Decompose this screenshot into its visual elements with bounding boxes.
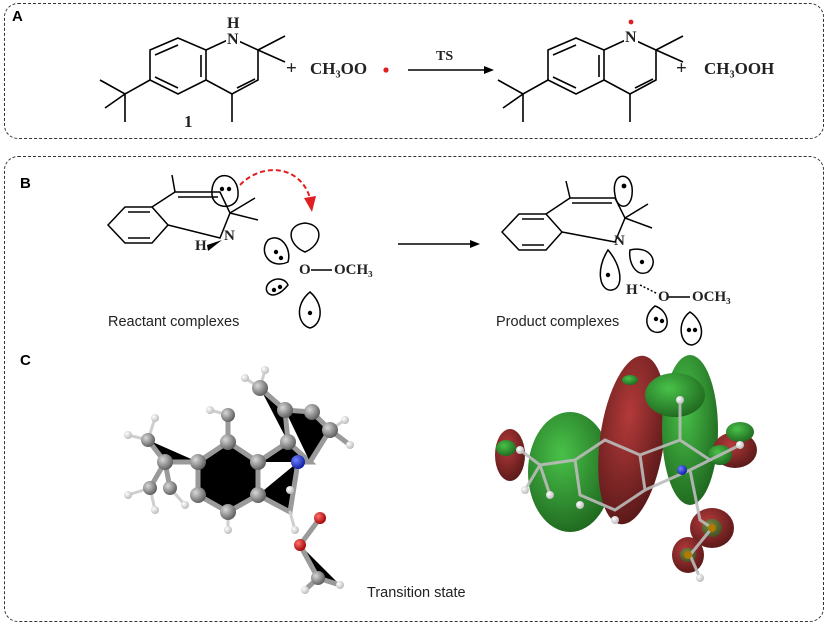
o-lower-left-lobe: [265, 278, 289, 296]
radical-dot-reactant: [383, 67, 389, 73]
byproduct-formula: CH₃OOH: [704, 59, 775, 78]
product-n-lobe-down: [599, 248, 621, 291]
reactant-complex-och3: OCH₃: [334, 262, 373, 278]
product-complex-n: N: [614, 233, 625, 249]
plus-sign-2: +: [676, 58, 687, 79]
reactant-n: N: [226, 31, 240, 49]
nitrogen-atom: [291, 455, 305, 469]
o-lower-lobe: [298, 291, 321, 329]
product-o-lobe-down: [680, 311, 703, 346]
electron-transfer-arrow: [239, 169, 311, 199]
o-left-lobe: [263, 237, 290, 265]
oxygen-atom-1: [314, 512, 326, 524]
product-tert-butyl: [497, 79, 549, 122]
product-n-lobe-right: [628, 248, 654, 275]
arrow-label-ts: TS: [436, 49, 454, 64]
product-complex-o: O: [658, 289, 670, 305]
panel-c-label: C: [20, 352, 31, 369]
panel-a-label: A: [12, 8, 23, 25]
panel-bc: [4, 156, 824, 622]
reactant-complex-h: H: [195, 238, 207, 254]
hydrogen-atoms: [124, 366, 354, 594]
reactant-tert-butyl: [99, 79, 151, 122]
o-upper-lobe: [290, 222, 320, 253]
transition-state-caption: Transition state: [367, 585, 466, 601]
reactant-complex-o: O: [299, 262, 311, 278]
reactant-complex-n: N: [224, 228, 235, 244]
panel-a: [4, 3, 824, 139]
compound-number: 1: [184, 112, 193, 131]
n-lone-pair-lobe: [211, 174, 239, 208]
panel-b-label: B: [20, 175, 31, 192]
product-complex-och3: OCH₃: [692, 289, 731, 305]
plus-sign-1: +: [286, 58, 297, 79]
reactant-nh-h: H: [227, 15, 240, 32]
product-complex-h: H: [626, 282, 638, 298]
radical-reactant-formula: CH₃OO: [310, 59, 368, 78]
carbon-atoms: [141, 380, 338, 585]
oxygen-atom-2: [294, 539, 306, 551]
product-radical-lobe: [613, 175, 633, 207]
radical-dot-product: [628, 19, 634, 25]
product-n: N: [624, 29, 638, 47]
reactant-complexes-caption: Reactant complexes: [108, 314, 240, 330]
product-complexes-caption: Product complexes: [496, 314, 620, 330]
product-o-lobe-left: [646, 305, 668, 333]
